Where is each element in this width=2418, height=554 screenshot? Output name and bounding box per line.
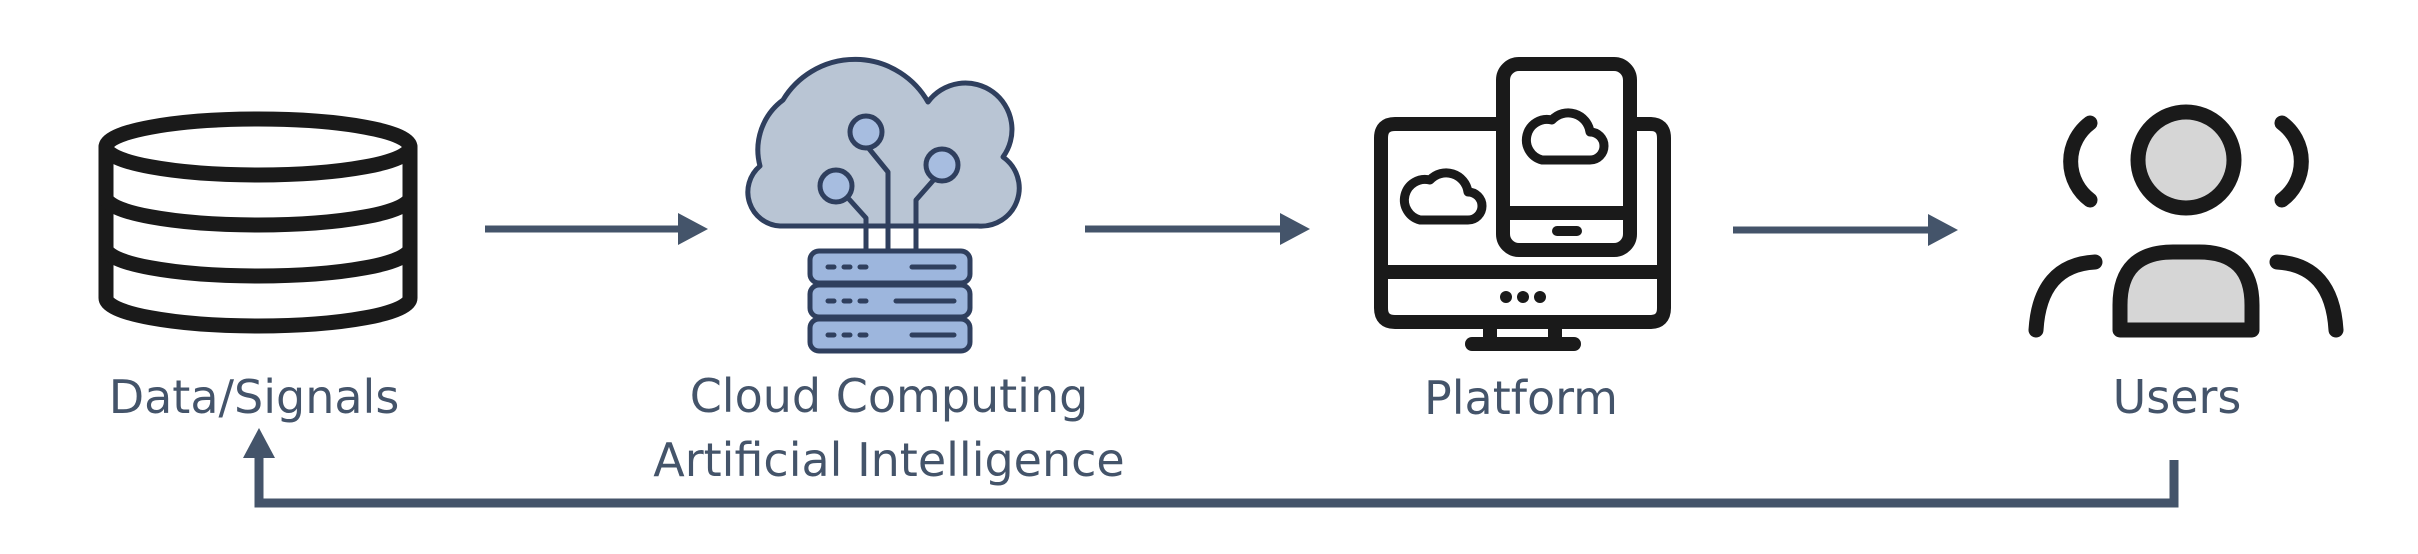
label-platform: Platform xyxy=(1424,371,1618,425)
label-data-signals: Data/Signals xyxy=(109,370,400,424)
label-artificial-intelligence: Artificial Intelligence xyxy=(653,433,1124,487)
circuit-nodes xyxy=(817,113,961,205)
arrow-platform-to-users xyxy=(1733,214,1958,246)
cloud-server-icon xyxy=(745,56,1022,354)
database-icon xyxy=(98,111,418,334)
server-indicators xyxy=(825,264,957,338)
arrow-cloud-to-platform xyxy=(1085,213,1310,245)
label-cloud-computing: Cloud Computing xyxy=(690,369,1089,423)
user-side-arcs xyxy=(2028,115,2344,338)
server-stack xyxy=(807,248,973,354)
devices-icon xyxy=(1374,57,1671,351)
label-users: Users xyxy=(2113,370,2242,424)
user-head xyxy=(2130,104,2242,216)
circuit-lines xyxy=(845,142,941,265)
arrow-data-to-cloud xyxy=(485,213,708,245)
monitor-dots xyxy=(1500,291,1546,303)
feedback-arrow-users-to-data xyxy=(243,428,2179,508)
users-icon xyxy=(2028,104,2344,338)
user-body xyxy=(2112,244,2260,338)
phone-cloud-icon xyxy=(1521,108,1609,165)
cloud-shape xyxy=(745,56,1022,229)
phone-home-button xyxy=(1552,226,1582,236)
monitor-cloud-icon xyxy=(1399,168,1487,225)
monitor xyxy=(1374,117,1671,351)
